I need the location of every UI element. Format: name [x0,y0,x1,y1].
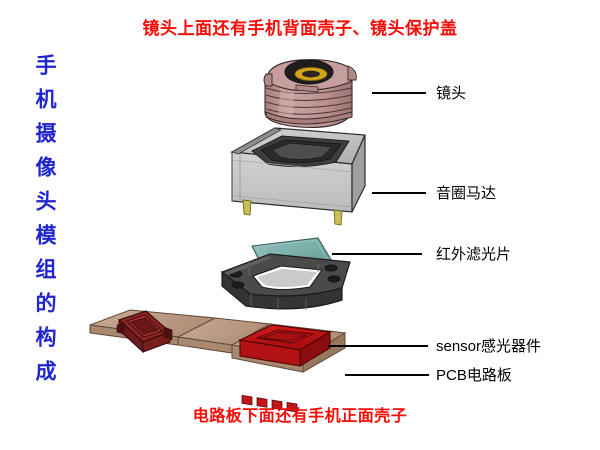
lens-part [263,59,357,129]
pcb-connector-part [116,310,173,354]
vcm-pin-left [242,199,252,216]
leader-line-vcm [372,192,426,194]
callout-label-ir-filter: 红外滤光片 [436,246,512,263]
leader-line-lens [372,92,426,94]
leader-line-pcb [345,374,429,376]
image-sensor-part [238,324,332,413]
vertical-title: 手机摄像头模组的构成 [33,54,57,394]
leader-line-sensor [328,345,428,347]
voice-coil-motor-part [230,127,366,226]
leader-line-ir-filter [332,253,422,255]
sensor-pad [241,394,253,406]
lens-holder-part [220,253,351,310]
top-caption: 镜头上面还有手机背面壳子、镜头保护盖 [142,19,458,38]
sensor-pad [256,397,268,408]
callout-label-pcb: PCB电路板 [436,367,512,384]
vcm-pin-right [333,209,343,226]
callout-label-vcm: 音圈马达 [436,185,497,202]
callout-label-sensor: sensor感光器件 [436,338,542,355]
sensor-pad [271,399,283,411]
sensor-pad [286,402,298,413]
callout-label-lens: 镜头 [436,85,467,102]
bottom-caption: 电路板下面还有手机正面壳子 [192,408,408,425]
